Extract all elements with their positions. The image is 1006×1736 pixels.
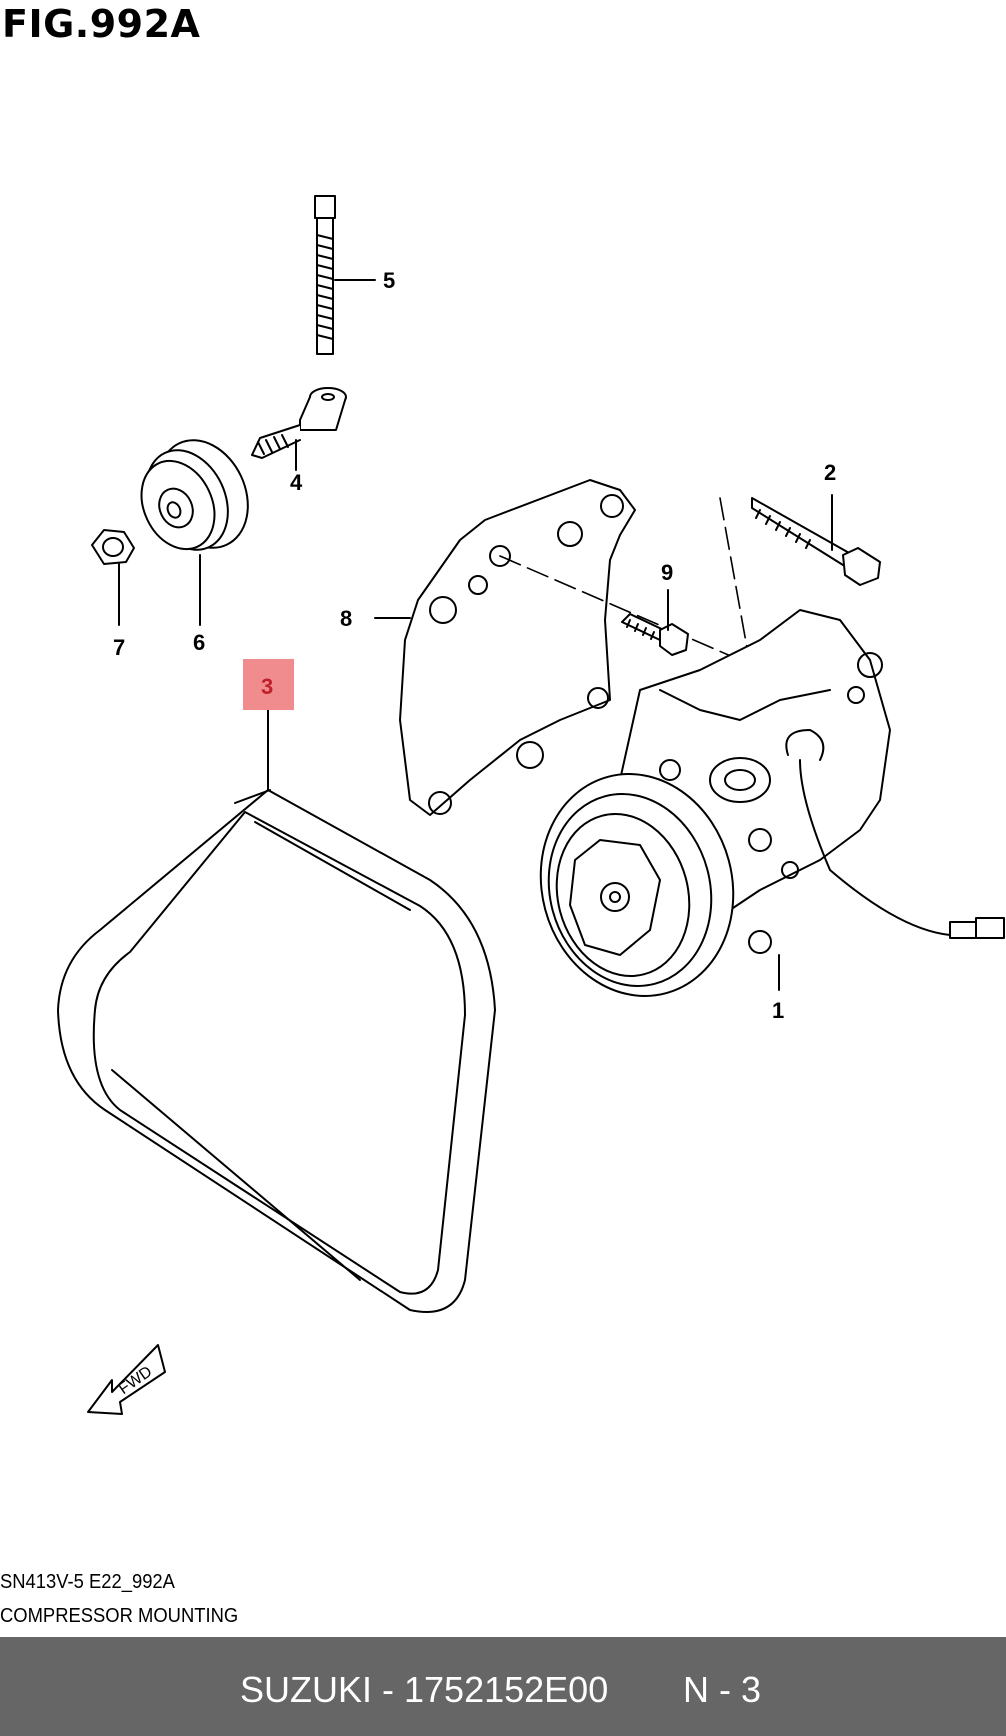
callout-label-4: 4 xyxy=(290,470,303,495)
footer-bar: SUZUKI - 1752152E00 N - 3 xyxy=(0,1637,1006,1736)
part-number: SUZUKI - 1752152E00 xyxy=(240,1669,609,1710)
callout-label-6: 6 xyxy=(193,630,205,655)
fwd-arrow-icon xyxy=(87,1344,166,1415)
callout-3-highlight xyxy=(243,659,294,710)
callout-label-7: 7 xyxy=(113,635,125,660)
bolt-part-4 xyxy=(251,387,347,471)
callout-label-3: 3 xyxy=(261,674,273,699)
callout-label-9: 9 xyxy=(661,560,673,585)
callout-label-1: 1 xyxy=(772,998,784,1023)
callout-label-8: 8 xyxy=(340,606,352,631)
bracket-part-8 xyxy=(374,479,636,816)
diagram-position: N - 3 xyxy=(683,1669,762,1710)
bolt-part-2 xyxy=(751,494,881,586)
figure-title: FIG.992A xyxy=(2,2,201,46)
idler-pulley-part-6 xyxy=(140,439,249,626)
bolt-part-9 xyxy=(621,589,689,656)
nut-part-7 xyxy=(91,529,135,626)
figure-name: COMPRESSOR MOUNTING xyxy=(0,1605,239,1627)
figure-code: SN413V-5 E22_992A xyxy=(0,1571,175,1593)
belt-part-3 xyxy=(57,709,496,1313)
callout-label-2: 2 xyxy=(824,460,836,485)
bolt-part-5 xyxy=(314,195,376,355)
callout-label-5: 5 xyxy=(383,268,395,293)
compressor-part-1 xyxy=(539,609,1005,997)
